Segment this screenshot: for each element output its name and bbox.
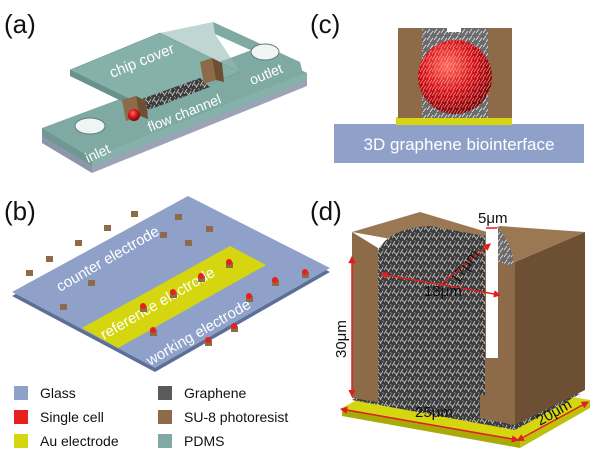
su8-side-wall xyxy=(515,232,585,425)
outlet-hole xyxy=(250,43,280,61)
dimension-annotations xyxy=(339,227,590,443)
legend-label-graphene: Graphene xyxy=(184,385,246,401)
chip-body xyxy=(42,48,307,173)
legend-swatch-pdms xyxy=(158,434,172,448)
legend-swatch-glass xyxy=(14,386,28,400)
legend-label-au-electrode: Au electrode xyxy=(40,433,119,449)
legend-label-single-cell: Single cell xyxy=(40,409,104,425)
dim-gap: 5μm xyxy=(478,210,507,227)
panel-d: (d) 5μm 17μm 18μm 30μm 25μm 20μm xyxy=(310,196,590,448)
legend: Glass Single cell Au electrode Graphene … xyxy=(14,385,288,449)
panel-b-label: (b) xyxy=(4,196,36,226)
panel-c-label: (c) xyxy=(310,9,340,39)
au-electrode-c xyxy=(396,117,512,125)
dim-height: 30μm xyxy=(333,320,350,358)
legend-swatch-su8 xyxy=(158,410,172,424)
su8-left-c xyxy=(398,28,422,118)
panel-c: (c) 3D graphene biointerface xyxy=(310,9,584,163)
counter-wells xyxy=(26,211,213,310)
su8-right-c xyxy=(488,28,512,118)
glass-substrate-c xyxy=(334,124,584,163)
working-wells xyxy=(140,259,309,346)
legend-label-pdms: PDMS xyxy=(184,433,224,449)
legend-item-single-cell: Single cell xyxy=(14,409,104,425)
panel-d-label: (d) xyxy=(310,196,342,226)
legend-label-su8: SU-8 photoresist xyxy=(184,409,288,425)
legend-swatch-graphene xyxy=(158,386,172,400)
legend-label-glass: Glass xyxy=(40,385,76,401)
legend-item-au-electrode: Au electrode xyxy=(14,433,119,449)
legend-swatch-au-electrode xyxy=(14,434,28,448)
legend-item-pdms: PDMS xyxy=(158,433,224,449)
su8-left-wall xyxy=(352,232,378,402)
legend-swatch-single-cell xyxy=(14,410,28,424)
biointerface-label: 3D graphene biointerface xyxy=(364,135,555,154)
legend-item-glass: Glass xyxy=(14,385,76,401)
inlet-hole xyxy=(74,117,106,135)
dim-diameter: 18μm xyxy=(424,283,462,300)
single-cell-a xyxy=(128,109,140,121)
legend-item-su8: SU-8 photoresist xyxy=(158,409,288,425)
cell-texture-c xyxy=(418,40,492,114)
legend-item-graphene: Graphene xyxy=(158,385,246,401)
dim-length: 25μm xyxy=(415,404,453,421)
panel-a-label: (a) xyxy=(4,9,36,39)
panel-b: (b) counter electrode reference electrod… xyxy=(4,196,330,372)
well-slit-c xyxy=(447,14,461,32)
panel-a: (a) chip cover inl xyxy=(4,9,307,173)
